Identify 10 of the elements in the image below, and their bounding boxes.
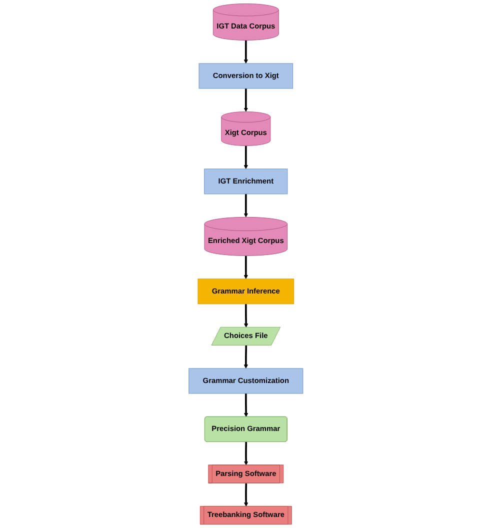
- arrow: [244, 483, 248, 507]
- arrow: [244, 345, 248, 369]
- arrow: [244, 40, 248, 64]
- arrow: [244, 194, 248, 218]
- arrow: [244, 393, 248, 418]
- arrow: [244, 256, 248, 280]
- arrow: [244, 442, 248, 466]
- arrow: [244, 304, 248, 328]
- arrow: [244, 88, 248, 112]
- arrow: [244, 146, 248, 170]
